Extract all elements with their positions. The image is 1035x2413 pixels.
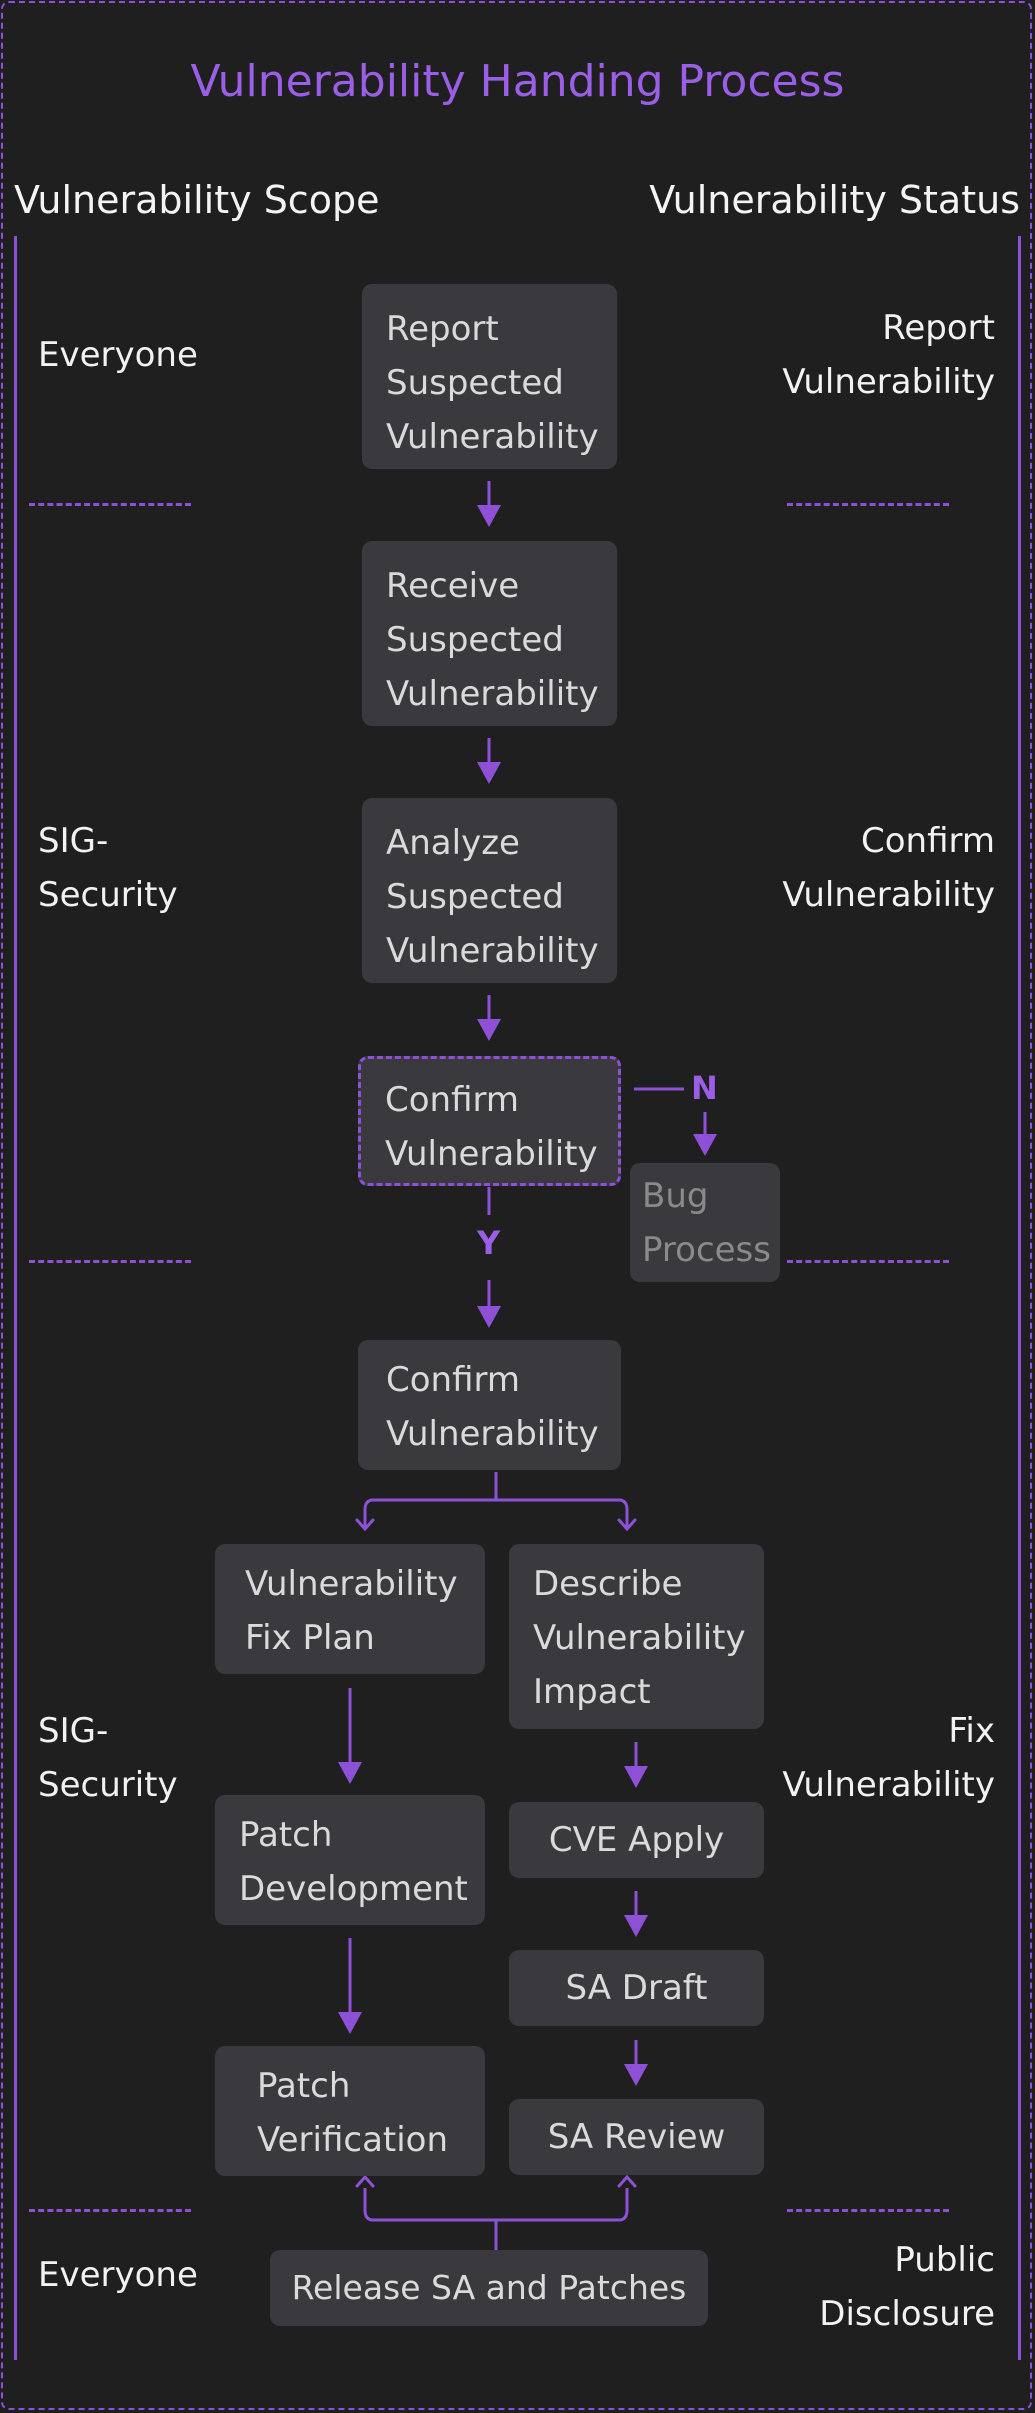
connector-line	[363, 2188, 498, 2250]
arrow-head	[624, 1915, 648, 1937]
arrow-head	[338, 2012, 362, 2034]
status-column-header: Vulnerability Status	[649, 178, 1020, 222]
diagram-title: Vulnerability Handing Process	[190, 56, 845, 107]
phase-divider	[787, 1260, 949, 1263]
step-release-sa-and-patches: Release SA and Patches	[270, 2250, 708, 2326]
step-describe-vulnerability-impact: Describe Vulnerability Impact	[509, 1544, 764, 1729]
arrow-head	[338, 1762, 362, 1784]
decision-confirm-vulnerability: Confirm Vulnerability	[358, 1056, 621, 1186]
step-receive-suspected-vulnerability: Receive Suspected Vulnerability	[362, 541, 617, 726]
arrow-head	[693, 1134, 717, 1156]
step-patch-verification: Patch Verification	[215, 2046, 485, 2176]
scope-column-header: Vulnerability Scope	[14, 178, 380, 222]
scope-label: Everyone	[38, 2255, 198, 2295]
step-sa-review: SA Review	[509, 2099, 764, 2175]
arrow-head	[477, 505, 501, 527]
step-report-suspected-vulnerability: Report Suspected Vulnerability	[362, 284, 617, 469]
connector-line	[363, 1472, 498, 1527]
arrow-head	[355, 1518, 375, 1532]
step-confirm-vulnerability: Confirm Vulnerability	[358, 1340, 621, 1470]
branch-yes-label: Y	[477, 1224, 501, 1262]
connector-line	[496, 2188, 629, 2222]
scope-label: SIG- Security	[38, 1711, 178, 1805]
step-cve-apply: CVE Apply	[509, 1802, 764, 1878]
arrow-head	[624, 2064, 648, 2086]
phase-divider	[787, 503, 949, 506]
phase-divider	[29, 2209, 191, 2212]
status-label: Report Vulnerability	[782, 308, 995, 402]
phase-divider	[787, 2209, 949, 2212]
arrow-head	[477, 1306, 501, 1328]
arrow-head	[624, 1766, 648, 1788]
status-label: Confirm Vulnerability	[782, 821, 995, 915]
left-border-line	[14, 236, 17, 2360]
arrow-head	[477, 1019, 501, 1041]
right-border-line	[1018, 236, 1021, 2360]
arrow-head	[617, 2174, 637, 2188]
arrow-head	[477, 762, 501, 784]
arrow-head	[355, 2174, 375, 2188]
step-analyze-suspected-vulnerability: Analyze Suspected Vulnerability	[362, 798, 617, 983]
scope-label: Everyone	[38, 335, 198, 375]
step-vulnerability-fix-plan: Vulnerability Fix Plan	[215, 1544, 485, 1674]
step-sa-draft: SA Draft	[509, 1950, 764, 2026]
scope-label: SIG- Security	[38, 821, 178, 915]
connector-line	[496, 1498, 629, 1527]
phase-divider	[29, 1260, 191, 1263]
phase-divider	[29, 503, 191, 506]
arrow-head	[617, 1518, 637, 1532]
status-label: Fix Vulnerability	[782, 1711, 995, 1805]
step-bug-process: Bug Process	[630, 1163, 780, 1282]
branch-no-label: N	[691, 1069, 718, 1107]
status-label: Public Disclosure	[819, 2240, 995, 2334]
step-patch-development: Patch Development	[215, 1795, 485, 1925]
